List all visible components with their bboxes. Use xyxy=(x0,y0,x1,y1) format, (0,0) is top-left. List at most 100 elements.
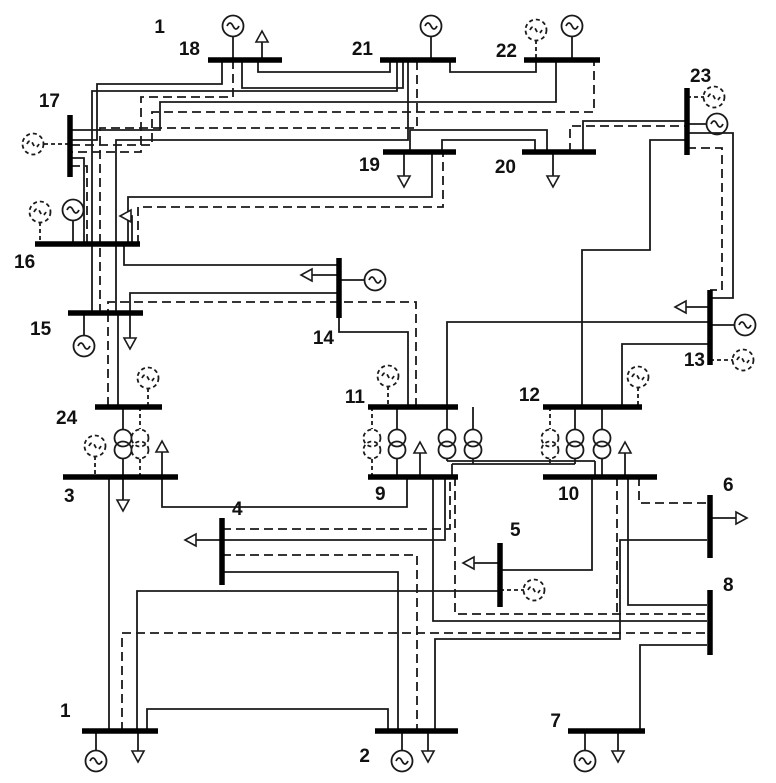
bus-23-label: 23 xyxy=(690,66,711,87)
line-16-19 xyxy=(127,152,433,244)
line-16-17 xyxy=(71,157,85,244)
load-bus3-up xyxy=(154,439,170,477)
load-bus20-down xyxy=(545,152,561,189)
transformer-3-24-dashed xyxy=(130,407,150,477)
generators xyxy=(21,14,757,773)
line-19-20-b xyxy=(441,139,536,152)
bus-7-label: 7 xyxy=(550,711,561,732)
line-6-10-dashed xyxy=(638,477,707,504)
line-4-9-dashed xyxy=(222,477,451,530)
line-8-9 xyxy=(432,477,707,622)
bus-20-label: 20 xyxy=(495,157,516,178)
load-bus1-down xyxy=(130,731,146,764)
generator-bus22 xyxy=(560,14,584,60)
line-11-15-dashed xyxy=(107,301,417,407)
generator-bus13 xyxy=(710,313,757,337)
generator-bus21 xyxy=(419,14,443,60)
generator-bus22-dashed xyxy=(524,18,548,60)
line-17-22 xyxy=(71,60,557,131)
generator-bus1 xyxy=(84,731,108,773)
line-4-9 xyxy=(222,477,446,541)
load-bus14-left xyxy=(299,267,339,283)
generator-bus24-dashed xyxy=(136,366,160,407)
line-1-8-dashed xyxy=(121,632,707,731)
load-bus13-left xyxy=(673,299,710,315)
bus-15-label: 15 xyxy=(30,319,52,340)
line-3-9 xyxy=(161,477,408,508)
line-20-23 xyxy=(582,120,687,152)
line-8-9-dashed xyxy=(454,477,707,615)
bus-22-label: 22 xyxy=(496,41,517,62)
bus-9-label: 9 xyxy=(375,484,386,505)
line-17-18-dashed xyxy=(71,60,234,153)
transformer-10-11-a xyxy=(437,407,457,461)
line-13-23 xyxy=(687,132,734,299)
line-14-16 xyxy=(123,244,339,266)
load-bus6-right xyxy=(710,510,749,526)
generator-bus15 xyxy=(72,313,96,358)
bus-12-label: 12 xyxy=(519,385,540,406)
line-16-17-dashed xyxy=(71,165,88,244)
line-13-23-dashed xyxy=(687,147,723,291)
line-2-4-dashed xyxy=(222,554,418,731)
bus-6-label: 6 xyxy=(723,475,734,496)
generator-bus18 xyxy=(221,14,245,60)
line-18-21-b xyxy=(241,60,404,89)
bus-3-label: 3 xyxy=(64,486,75,507)
bus-labels: 1 18 21 22 23 19 20 17 16 15 24 14 11 12… xyxy=(14,17,734,767)
generator-bus13-dashed xyxy=(710,348,755,372)
load-bus3-down xyxy=(115,477,131,513)
load-bus16-up-left xyxy=(118,208,133,244)
bus-5-label: 5 xyxy=(510,520,521,541)
transformer-9-11 xyxy=(387,407,407,477)
line-1-5 xyxy=(136,590,498,731)
line-15-21-b xyxy=(115,60,409,313)
loads xyxy=(115,29,749,764)
lines-dashed xyxy=(71,60,723,731)
line-7-8 xyxy=(639,644,707,731)
bus-14-label: 14 xyxy=(313,328,335,349)
load-bus15-down xyxy=(122,313,138,351)
line-2-4 xyxy=(222,571,399,731)
load-bus18-up xyxy=(254,29,270,60)
line-14-15 xyxy=(129,292,339,313)
line-11-13 xyxy=(446,321,710,407)
line-21-22 xyxy=(449,60,537,73)
bus-24-label: 24 xyxy=(56,408,78,429)
generator-bus2 xyxy=(390,731,414,773)
lines-solid xyxy=(71,60,734,731)
line-12-13 xyxy=(621,343,710,407)
transformer-9-12 xyxy=(565,407,585,464)
stray-label: 1 xyxy=(154,17,165,38)
generator-bus23-dashed xyxy=(687,85,726,109)
bus-19-label: 19 xyxy=(359,155,380,176)
bus-16-label: 16 xyxy=(14,252,35,273)
bus-4-label: 4 xyxy=(232,499,243,520)
line-5-10 xyxy=(500,477,593,571)
line-16-19-dashed xyxy=(137,152,444,244)
line-15-21-dashed xyxy=(99,60,418,313)
load-bus4-left xyxy=(183,532,222,548)
line-11-14 xyxy=(338,318,409,407)
line-17-18 xyxy=(71,60,223,141)
load-bus7-down xyxy=(610,731,626,764)
generator-bus23 xyxy=(687,112,729,136)
bus-bars xyxy=(35,57,713,734)
generator-bus3-dashed xyxy=(83,434,107,477)
bus-21-label: 21 xyxy=(352,39,374,60)
generator-bus16-dashed xyxy=(28,200,52,244)
transformer-10-11-b xyxy=(463,407,483,464)
generator-bus17-dashed xyxy=(21,132,70,156)
line-20-23-dashed xyxy=(569,125,687,152)
transformer-bank xyxy=(113,407,612,477)
line-18-21-a xyxy=(257,60,391,73)
bus-18-label: 18 xyxy=(179,39,200,60)
bus-17-label: 17 xyxy=(39,91,60,112)
line-15-21-a xyxy=(91,60,398,313)
generator-bus11-dashed xyxy=(376,364,400,407)
transformer-3-24 xyxy=(113,407,133,477)
load-bus2-down xyxy=(420,731,436,764)
generator-bus16 xyxy=(61,198,85,244)
